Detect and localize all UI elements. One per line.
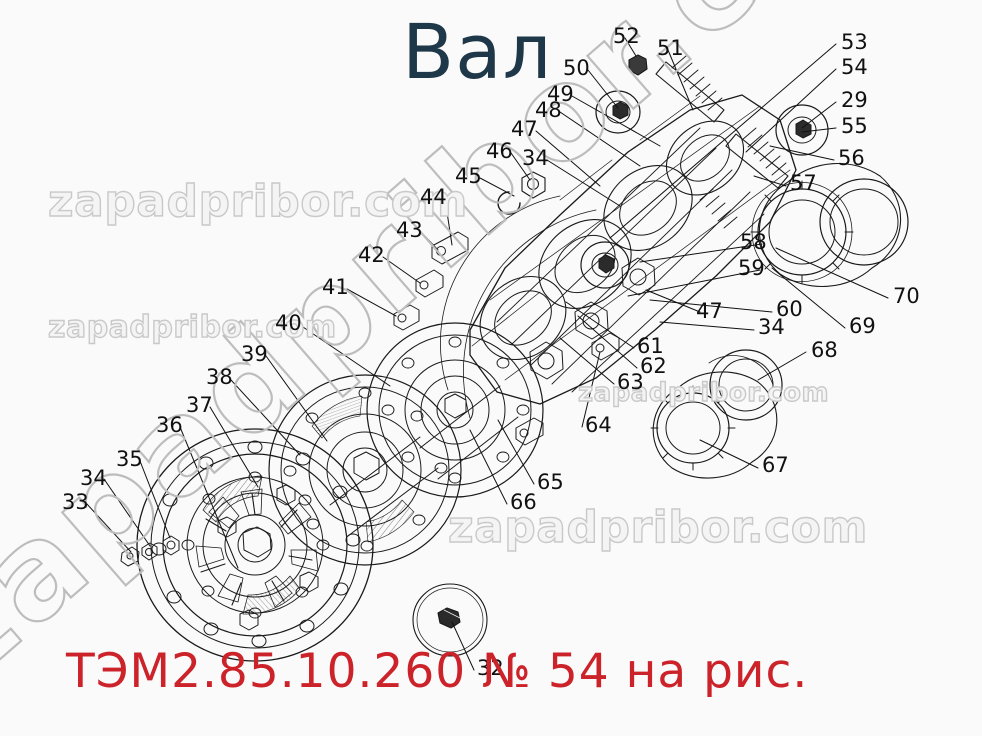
callout-number: 52 (613, 24, 640, 48)
loose-small-parts (393, 54, 648, 446)
callout-number: 61 (637, 334, 664, 358)
callout-number: 54 (841, 55, 868, 79)
callout-number: 38 (206, 365, 233, 389)
callout-number: 35 (116, 447, 143, 471)
callout-number: 53 (841, 30, 868, 54)
callout-number: 49 (547, 82, 574, 106)
callout-number: 47 (696, 299, 723, 323)
part-number-caption: ТЭМ2.85.10.260 № 54 на рис. (66, 644, 809, 699)
lock-ring-assemblies (650, 162, 909, 479)
page-title: Вал (402, 7, 553, 96)
pin-32 (412, 583, 488, 657)
callout-number: 58 (740, 230, 767, 254)
callout-number: 62 (640, 354, 667, 378)
callout-number: 65 (537, 470, 564, 494)
callout-number: 48 (535, 98, 562, 122)
callout-number: 70 (893, 284, 920, 308)
callout-number: 40 (275, 311, 302, 335)
callout-number: 42 (358, 243, 385, 267)
callout-number: 51 (657, 36, 684, 60)
callout-number: 50 (563, 56, 590, 80)
callout-number: 63 (617, 370, 644, 394)
callout-number: 34 (80, 466, 107, 490)
callout-number: 32 (477, 656, 504, 680)
callout-number: 68 (811, 338, 838, 362)
callout-number: 33 (62, 490, 89, 514)
callout-number: 46 (486, 139, 513, 163)
callout-number: 39 (241, 342, 268, 366)
callout-number: 44 (420, 185, 447, 209)
callout-number: 29 (841, 88, 868, 112)
callout-number: 41 (322, 275, 349, 299)
central-housing (440, 55, 829, 419)
callout-number: 37 (186, 393, 213, 417)
callout-number: 66 (510, 490, 537, 514)
callout-number: 69 (849, 314, 876, 338)
callout-number: 47 (511, 117, 538, 141)
callout-number: 34 (522, 146, 549, 170)
callout-number: 64 (585, 413, 612, 437)
callout-number: 67 (762, 453, 789, 477)
callout-number: 59 (738, 256, 765, 280)
clutch-disc-assembly (136, 322, 544, 662)
callout-number: 36 (156, 413, 183, 437)
callout-number: 56 (838, 146, 865, 170)
callout-number: 34 (758, 315, 785, 339)
callout-number: 55 (841, 114, 868, 138)
callout-number: 60 (776, 297, 803, 321)
callout-number: 45 (455, 164, 482, 188)
callout-number: 43 (396, 218, 423, 242)
leader-lines (85, 37, 889, 671)
callout-number: 57 (790, 171, 817, 195)
small-fasteners-left (120, 535, 180, 567)
